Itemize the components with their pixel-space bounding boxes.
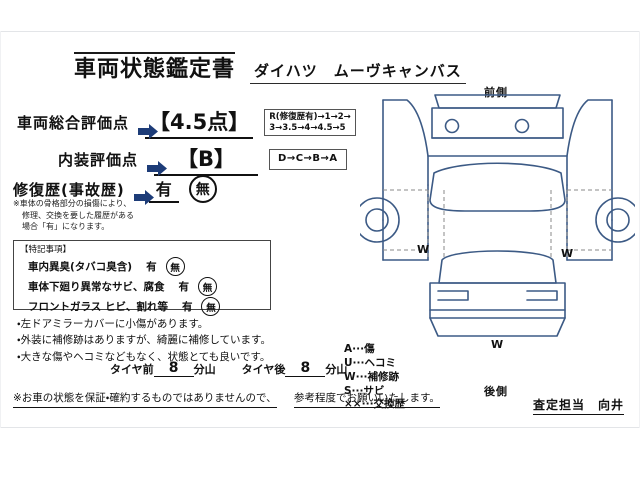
- diagram-mark-rear-bumper: W: [491, 338, 504, 351]
- disclaimer-line-1: ※お車の状態を保証・確約するものではありませんので、: [13, 391, 277, 408]
- legend-item-repair-mark: W···補修跡: [344, 370, 400, 383]
- legend-item-replacement: ××···交換歴: [344, 398, 406, 411]
- note-item-windshield-no-selected[interactable]: 無: [201, 297, 221, 317]
- special-notes-box: 【特記事項】 車内異臭(タバコ臭含) 有 無 車体下廻り異常なサビ、腐食 有 無…: [13, 240, 271, 317]
- page-title-container: 車両状態鑑定書: [74, 52, 236, 82]
- note-item-windshield-label: フロントガラス ヒビ、割れ等: [28, 301, 168, 314]
- total-scale-line-2: 3→3.5→4→4.5→5: [269, 122, 346, 133]
- sheet-left-border: [0, 31, 1, 428]
- diagram-mark-left-side: W: [417, 243, 430, 256]
- note-item-underbody-rust-no-selected[interactable]: 無: [198, 277, 217, 297]
- page-title: 車両状態鑑定書: [74, 57, 236, 82]
- repair-history-note: ※車体の骨格部分の損傷により、 修理、交換を要した履歴がある 場合「有」になりま…: [13, 198, 134, 233]
- note-item-windshield: フロントガラス ヒビ、割れ等 有 無: [28, 297, 264, 317]
- repair-history-option-no-selected[interactable]: 無: [188, 175, 217, 203]
- tire-rear-value: 8: [285, 360, 326, 377]
- note-item-odor-yes[interactable]: 有: [146, 261, 157, 274]
- tire-front-unit: 分山: [193, 363, 216, 376]
- diagram-rear-label: 後側: [484, 385, 508, 398]
- vehicle-model: ダイハツ ムーヴキャンバス: [254, 62, 462, 80]
- disclaimer-line-2: 参考程度でお願いいたします。: [293, 391, 440, 408]
- note-item-odor-no-selected[interactable]: 無: [165, 257, 185, 277]
- sheet-top-border: [0, 31, 640, 32]
- total-score-value: 【4.5点】: [145, 106, 254, 139]
- comment-item: ・外装に補修跡はありますが、綺麗に補修しています。: [17, 334, 271, 347]
- total-score-scale: R(修復歴有)→1→2→ 3→3.5→4→4.5→5: [264, 108, 356, 137]
- total-score-row: 車両総合評価点 【4.5点】 R(修復歴有)→1→2→ 3→3.5→4→4.5→…: [17, 106, 356, 139]
- appraiser-name: 査定担当 向井: [533, 396, 625, 415]
- comment-list: ・左ドアミラーカバーに小傷があります。 ・外装に補修跡はありますが、綺麗に補修し…: [17, 316, 271, 365]
- interior-score-label: 内装評価点: [58, 151, 139, 169]
- total-scale-line-1: R(修復歴有)→1→2→: [269, 111, 351, 122]
- repair-note-line-2: 修理、交換を要した履歴がある: [22, 210, 134, 220]
- total-score-label: 車両総合評価点: [17, 114, 130, 132]
- note-item-odor: 車内異臭(タバコ臭含) 有 無: [28, 257, 264, 277]
- repair-note-line-3: 場合「有」になります。: [22, 222, 110, 232]
- damage-code-legend: A···傷 U···ヘコミ W···補修跡 S···サビ ××···交換歴: [344, 343, 405, 412]
- repair-history-row: 修復歴(事故歴) 有 無: [13, 175, 217, 205]
- tire-rear-label: タイヤ後: [241, 363, 286, 376]
- sheet-bottom-border: [0, 427, 640, 428]
- comment-item: ・大きな傷やヘコミなどもなく、状態とても良いです。: [17, 350, 271, 363]
- vehicle-model-container: ダイハツ ムーヴキャンバス: [250, 60, 466, 84]
- repair-history-label: 修復歴(事故歴): [13, 180, 125, 199]
- comment-item: ・左ドアミラーカバーに小傷があります。: [17, 318, 209, 330]
- interior-score-row: 内装評価点 【B】 D→C→B→A: [58, 143, 347, 176]
- note-item-windshield-yes[interactable]: 有: [181, 301, 193, 314]
- tire-rear-unit: 分山: [325, 363, 348, 376]
- tire-condition-row: タイヤ前 8 分山 タイヤ後 8 分山: [110, 360, 373, 377]
- legend-item-rust: S···サビ: [344, 384, 385, 397]
- legend-item-dent: U···ヘコミ: [344, 356, 396, 369]
- tire-front-value: 8: [153, 360, 194, 377]
- vehicle-damage-diagram: [360, 78, 635, 343]
- repair-note-line-1: ※車体の骨格部分の損傷により、: [13, 199, 132, 208]
- repair-history-option-yes[interactable]: 有: [148, 176, 179, 203]
- diagram-mark-right-side: W: [561, 247, 574, 260]
- note-item-odor-label: 車内異臭(タバコ臭含): [28, 261, 133, 274]
- note-item-underbody-rust-yes[interactable]: 有: [178, 281, 190, 294]
- legend-item-scratch: A···傷: [344, 343, 375, 355]
- interior-score-value: 【B】: [154, 143, 259, 176]
- note-item-underbody-rust-label: 車体下廻り異常なサビ、腐食: [28, 281, 165, 294]
- tire-front-label: タイヤ前: [110, 363, 154, 376]
- interior-score-scale: D→C→B→A: [269, 149, 347, 170]
- disclaimer: ※お車の状態を保証・確約するものではありませんので、 参考程度でお願いいたします…: [13, 391, 440, 408]
- note-item-underbody-rust: 車体下廻り異常なサビ、腐食 有 無: [28, 277, 264, 297]
- special-notes-heading: 【特記事項】: [20, 245, 72, 255]
